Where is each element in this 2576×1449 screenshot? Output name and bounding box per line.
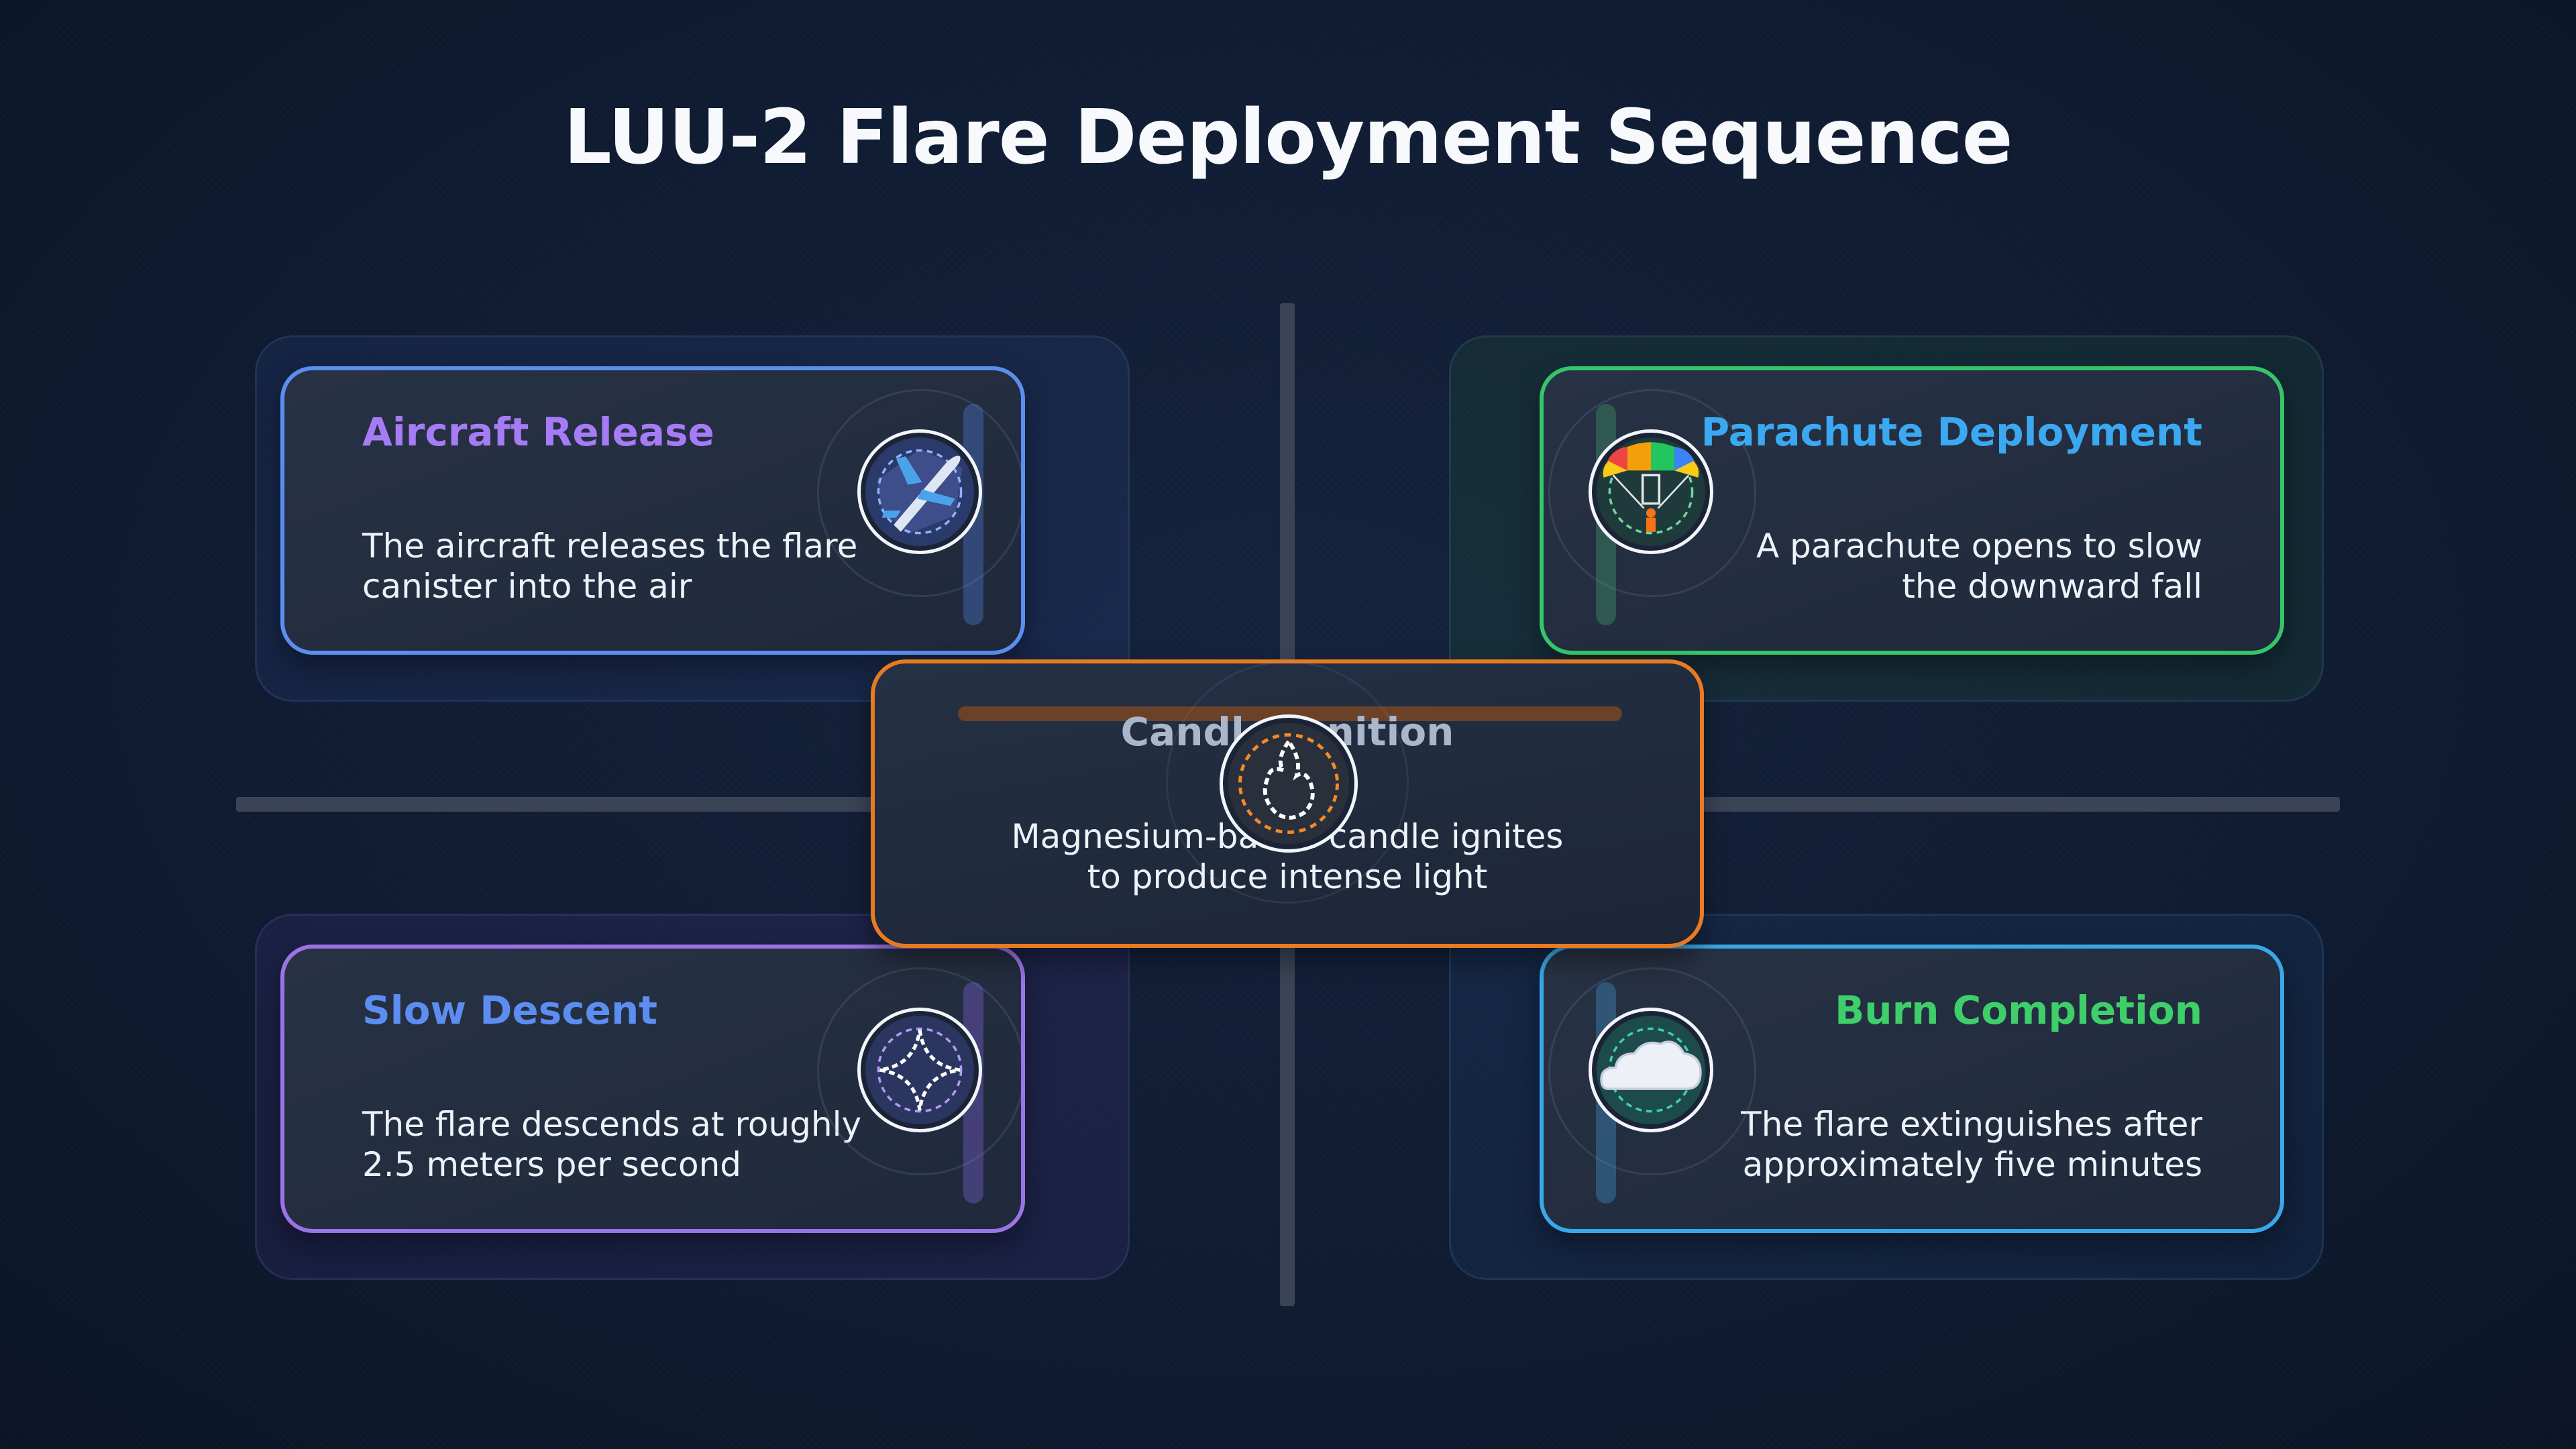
aircraft-release-icon-ring [817,389,1025,597]
parachute-deployment-icon-ring [1548,389,1756,597]
aircraft-release-description: The aircraft releases the flare canister… [362,527,858,606]
page-title: LUU-2 Flare Deployment Sequence [564,94,2012,181]
airplane-icon [857,429,982,554]
flame-icon [1220,714,1358,853]
parachute-deployment-title: Parachute Deployment [1701,409,2202,455]
slow-descent-title: Slow Descent [362,987,658,1033]
cloud-icon [1589,1008,1713,1132]
burn-completion-icon-ring [1548,967,1756,1175]
burn-completion-description: The flare extinguishes after approximate… [1741,1105,2202,1184]
slow-descent-icon-ring [817,967,1025,1175]
parachute-deployment-description: A parachute opens to slow the downward f… [1756,527,2202,606]
parachute-icon [1589,429,1713,554]
burn-completion-title: Burn Completion [1835,987,2202,1033]
slow-descent-description: The flare descends at roughly 2.5 meters… [362,1105,862,1184]
aircraft-release-title: Aircraft Release [362,409,714,455]
candle-ignition-icon-ring [1166,661,1409,904]
sparkle-icon [857,1008,982,1132]
